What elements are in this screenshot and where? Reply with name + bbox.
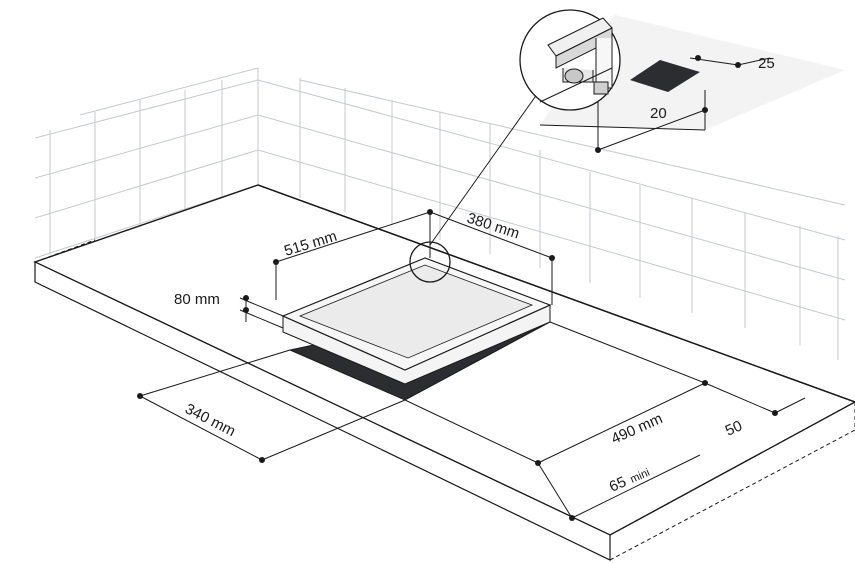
dim-65-mini: 65 mini: [607, 467, 652, 496]
dim-380mm: 380 mm: [465, 210, 522, 243]
detail-inset: [519, 9, 845, 153]
dimension-dots: [137, 209, 778, 521]
dim-detail-25: 25: [758, 55, 775, 72]
dimension-lines: [139, 89, 806, 519]
dim-340mm: 340 mm: [182, 400, 238, 440]
wall-tiles: [34, 67, 846, 360]
dim-detail-20: 20: [650, 105, 667, 122]
detail-marker: [409, 241, 451, 283]
dim-65-value: 65: [607, 473, 629, 495]
hob-unit: [281, 257, 552, 385]
dim-50: 50: [723, 417, 745, 439]
dim-80mm: 80 mm: [174, 291, 220, 308]
